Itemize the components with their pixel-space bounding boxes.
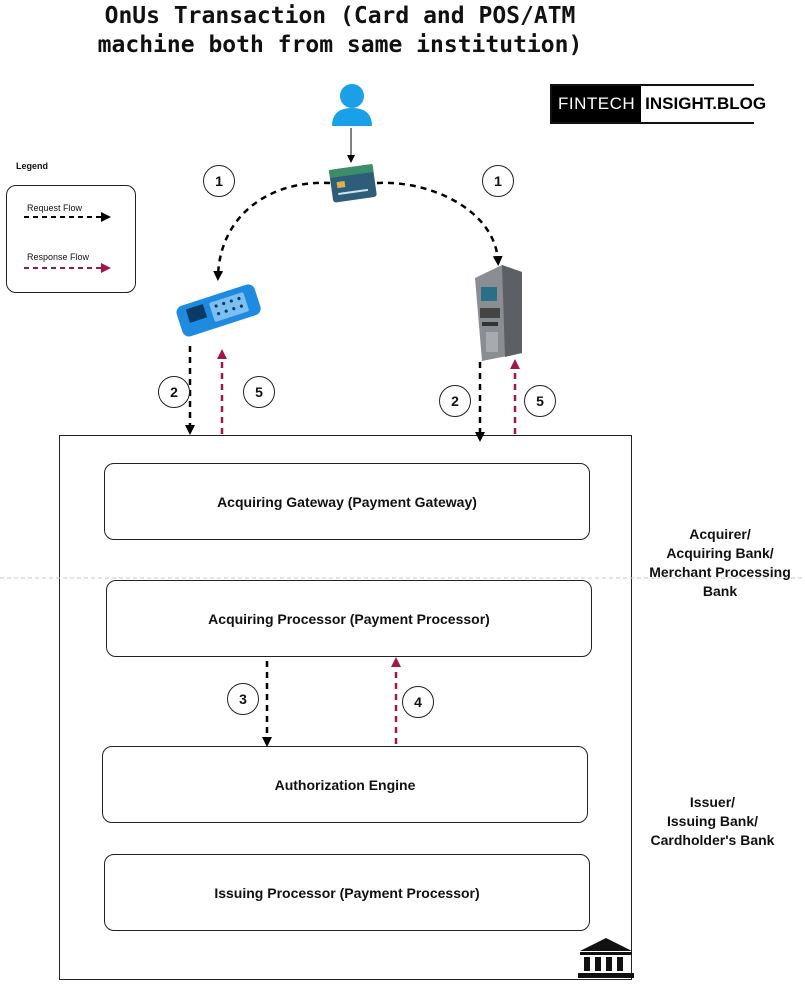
- logo-part-2: INSIGHT.BLOG: [641, 86, 771, 122]
- credit-card-icon: [328, 163, 377, 203]
- step-1-atm-badge: 1: [482, 165, 514, 197]
- acquiring-processor-box: Acquiring Processor (Payment Processor): [106, 580, 592, 657]
- legend-title: Legend: [16, 161, 49, 171]
- issuing-processor-box: Issuing Processor (Payment Processor): [104, 854, 590, 931]
- issuing-processor-label: Issuing Processor (Payment Processor): [214, 884, 480, 901]
- step-5-atm-badge: 5: [524, 385, 556, 417]
- card-to-pos-arrow: [213, 181, 331, 281]
- logo-part-1: FINTECH: [552, 86, 642, 122]
- issuer-label: Issuer/ Issuing Bank/ Cardholder's Bank: [630, 793, 795, 850]
- step-1-pos-badge: 1: [203, 165, 235, 197]
- title-line-2: machine both from same institution): [97, 32, 583, 58]
- issuer-line-2: Issuing Bank/: [666, 813, 759, 829]
- acquirer-label: Acquirer/ Acquiring Bank/ Merchant Proce…: [630, 525, 805, 601]
- pos-terminal-icon: [176, 284, 261, 337]
- step-4-badge: 4: [402, 686, 434, 718]
- authorization-engine-box: Authorization Engine: [102, 746, 588, 823]
- acquiring-gateway-label: Acquiring Gateway (Payment Gateway): [217, 493, 477, 510]
- authorization-engine-label: Authorization Engine: [274, 776, 416, 793]
- acquiring-gateway-box: Acquiring Gateway (Payment Gateway): [104, 463, 590, 540]
- legend-request-label: Request Flow: [27, 203, 83, 213]
- card-to-atm-arrow: [376, 181, 503, 266]
- step-2-pos-badge: 2: [158, 376, 190, 408]
- acquirer-line-1: Acquirer/: [689, 526, 751, 542]
- step-3-badge: 3: [227, 683, 259, 715]
- title-line-1: OnUs Transaction (Card and POS/ATM: [104, 3, 576, 29]
- issuer-line-1: Issuer/: [689, 794, 736, 810]
- atm-icon: [475, 265, 522, 361]
- person-icon: [332, 84, 372, 126]
- step-2-atm-badge: 2: [439, 385, 471, 417]
- acquirer-line-3: Merchant Processing: [649, 564, 791, 580]
- legend-response-label: Response Flow: [27, 252, 90, 262]
- acquiring-processor-label: Acquiring Processor (Payment Processor): [208, 610, 490, 627]
- diagram-title: OnUs Transaction (Card and POS/ATM machi…: [40, 2, 640, 60]
- acquirer-line-2: Acquiring Bank/: [666, 545, 774, 561]
- legend-box: [6, 185, 136, 293]
- issuer-line-3: Cardholder's Bank: [650, 832, 775, 848]
- bank-icon: [578, 938, 634, 978]
- fintech-logo: FINTECH INSIGHT.BLOG: [550, 84, 771, 124]
- acquirer-line-4: Bank: [702, 583, 738, 599]
- step-5-pos-badge: 5: [243, 376, 275, 408]
